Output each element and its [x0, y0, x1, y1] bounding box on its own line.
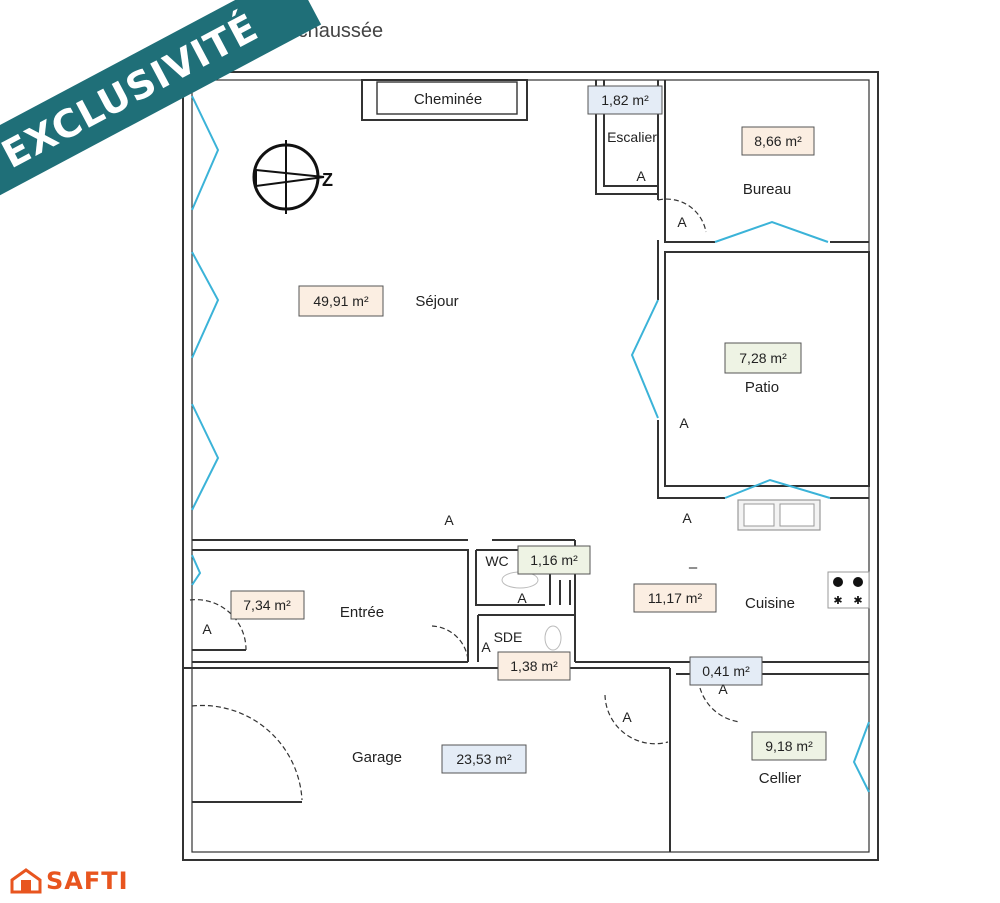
- area-value: 1,16 m²: [530, 552, 578, 568]
- door-swing-entree: [189, 599, 247, 651]
- room-sde: SDE 1,38 m²: [494, 629, 571, 681]
- room-name: Patio: [745, 379, 779, 396]
- door-marker: A: [682, 510, 692, 526]
- area-value: 1,82 m²: [601, 92, 649, 108]
- window-entree: [191, 554, 202, 586]
- door-marker: A: [517, 590, 527, 606]
- area-value: 7,34 m²: [243, 597, 291, 613]
- area-box: [441, 744, 527, 774]
- room-escalier: 1,82 m² Escalier: [587, 85, 663, 145]
- compass-letter: Z: [322, 170, 333, 190]
- burner-4-icon: ✱: [853, 595, 862, 607]
- area-value: 23,53 m²: [456, 751, 512, 767]
- room-name: WC: [485, 553, 508, 569]
- area-box: [751, 731, 827, 761]
- area-box: [724, 342, 802, 374]
- door-marker: A: [679, 415, 689, 431]
- room-degagement: 0,41 m²: [689, 656, 763, 686]
- area-value: 1,38 m²: [510, 658, 558, 674]
- entree-walls: [192, 549, 469, 663]
- window-patio: [630, 299, 659, 419]
- room-sejour: 49,91 m² Séjour: [298, 285, 459, 317]
- room-name: Entrée: [340, 604, 384, 621]
- burner-1: [833, 577, 843, 587]
- bureau-walls: [664, 80, 869, 243]
- window-sejour-2: [191, 251, 220, 359]
- door-marker: A: [636, 168, 646, 184]
- room-name: SDE: [494, 629, 523, 645]
- stove: [827, 571, 870, 609]
- compass-icon: Z: [252, 140, 333, 214]
- door-swing-garage-main: [191, 704, 303, 801]
- area-box: [517, 545, 591, 575]
- area-value: 0,41 m²: [702, 663, 750, 679]
- brand-name: SAFTI: [46, 867, 129, 895]
- room-garage: Garage 23,53 m²: [352, 744, 527, 774]
- burner-3-icon: ✱: [833, 595, 842, 607]
- area-box: [741, 126, 815, 156]
- window-cuisine: [724, 478, 831, 499]
- sde-basin: [544, 625, 562, 651]
- area-box: [497, 651, 571, 681]
- door-swing-entree-wc: [431, 625, 469, 661]
- area-value: 7,28 m²: [739, 350, 787, 366]
- sink-basin-right: [779, 503, 815, 527]
- room-entree: 7,34 m² Entrée: [230, 590, 384, 621]
- cheminee-label: Cheminée: [414, 91, 482, 108]
- door-marker: A: [444, 512, 454, 528]
- area-value: 11,17 m²: [648, 590, 703, 606]
- escalier-walls: [595, 80, 658, 195]
- window-bureau: [714, 220, 829, 243]
- room-name: Garage: [352, 749, 402, 766]
- house-icon: [10, 868, 42, 894]
- room-name: Cuisine: [745, 595, 795, 612]
- sink-basin-left: [743, 503, 775, 527]
- patio-walls: [664, 251, 870, 487]
- brand-logo: SAFTI: [10, 866, 129, 896]
- minus-sign: –: [689, 559, 698, 576]
- area-box: [587, 85, 663, 115]
- room-patio: 7,28 m² Patio: [724, 342, 802, 396]
- room-name: Cellier: [759, 770, 802, 787]
- area-value: 8,66 m²: [754, 133, 802, 149]
- door-marker: A: [481, 639, 491, 655]
- outer-wall: [182, 71, 879, 861]
- burner-2: [853, 577, 863, 587]
- area-box: [689, 656, 763, 686]
- area-value: 9,18 m²: [765, 738, 813, 754]
- sde-walls: [477, 614, 576, 662]
- door-swing-bureau: [657, 198, 707, 233]
- door-swing-garage: [604, 694, 669, 745]
- area-value: 49,91 m²: [313, 293, 369, 309]
- room-name: Escalier: [607, 129, 657, 145]
- area-box: [298, 285, 384, 317]
- room-name: Bureau: [743, 181, 791, 198]
- area-box: [230, 590, 305, 620]
- window-cellier: [852, 721, 870, 793]
- room-bureau: 8,66 m² Bureau: [741, 126, 815, 198]
- door-marker: A: [718, 681, 728, 697]
- door-marker: A: [622, 709, 632, 725]
- area-box: [633, 583, 717, 613]
- door-marker: A: [202, 621, 212, 637]
- room-cellier: 9,18 m² Cellier: [751, 731, 827, 787]
- door-markers: A A A A A A A A A A: [202, 168, 728, 725]
- room-cuisine: 11,17 m² Cuisine –: [633, 559, 795, 613]
- room-wc: WC 1,16 m²: [485, 545, 591, 575]
- door-swing-cellier: [699, 687, 741, 723]
- window-sejour-3: [191, 403, 220, 511]
- sejour-east-wall: [657, 80, 869, 499]
- cheminee-box: [376, 81, 518, 115]
- room-name: Séjour: [415, 293, 458, 310]
- door-marker: A: [677, 214, 687, 230]
- window-sejour-1: [191, 95, 220, 211]
